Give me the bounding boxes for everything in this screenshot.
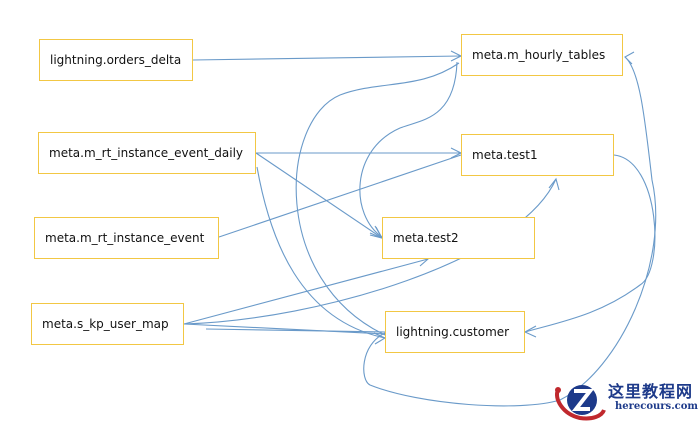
node-test2[interactable]: meta.test2 bbox=[382, 217, 535, 259]
node-label: meta.m_rt_instance_event_daily bbox=[49, 146, 244, 160]
node-label: meta.m_hourly_tables bbox=[472, 48, 606, 62]
edge-rt-event-to-test1 bbox=[218, 154, 462, 238]
edge-rt-event-daily-to-customer bbox=[256, 166, 386, 339]
edge-kp-user-map-to-customer-2 bbox=[205, 328, 386, 333]
arrowhead bbox=[624, 51, 635, 65]
node-kp-user-map[interactable]: meta.s_kp_user_map bbox=[31, 303, 184, 345]
edge-kp-user-map-to-customer bbox=[183, 323, 386, 335]
node-label: meta.test1 bbox=[472, 148, 538, 162]
arrowhead bbox=[548, 177, 560, 191]
edge-orders-delta-to-hourly-tables bbox=[192, 55, 462, 61]
watermark-cn-text: 这里教程网 bbox=[608, 382, 694, 401]
edge-kp-user-map-to-test2 bbox=[183, 258, 429, 325]
node-label: lightning.customer bbox=[396, 325, 510, 339]
edge-test1-to-customer bbox=[524, 154, 656, 333]
arrowhead bbox=[523, 325, 537, 338]
edge-hourly-tables-to-test2 bbox=[359, 61, 458, 238]
watermark: 这里教程网 herecours.com bbox=[552, 376, 700, 422]
edge-rt-event-daily-to-test2 bbox=[255, 152, 383, 239]
node-label: meta.m_rt_instance_event bbox=[45, 231, 205, 245]
node-label: lightning.orders_delta bbox=[50, 53, 182, 67]
node-rt-instance-event-daily[interactable]: meta.m_rt_instance_event_daily bbox=[38, 132, 256, 174]
node-label: meta.test2 bbox=[393, 231, 459, 245]
node-orders-delta[interactable]: lightning.orders_delta bbox=[39, 39, 193, 81]
node-hourly-tables[interactable]: meta.m_hourly_tables bbox=[461, 34, 623, 76]
z-logo-icon bbox=[555, 385, 606, 421]
node-rt-instance-event[interactable]: meta.m_rt_instance_event bbox=[34, 217, 219, 259]
watermark-en-text: herecours.com bbox=[615, 401, 699, 412]
node-label: meta.s_kp_user_map bbox=[42, 317, 169, 331]
node-customer[interactable]: lightning.customer bbox=[385, 311, 525, 353]
node-test1[interactable]: meta.test1 bbox=[461, 134, 614, 176]
edge-hourly-tables-to-customer bbox=[295, 62, 460, 336]
edge-kp-user-map-to-test1 bbox=[183, 178, 557, 325]
